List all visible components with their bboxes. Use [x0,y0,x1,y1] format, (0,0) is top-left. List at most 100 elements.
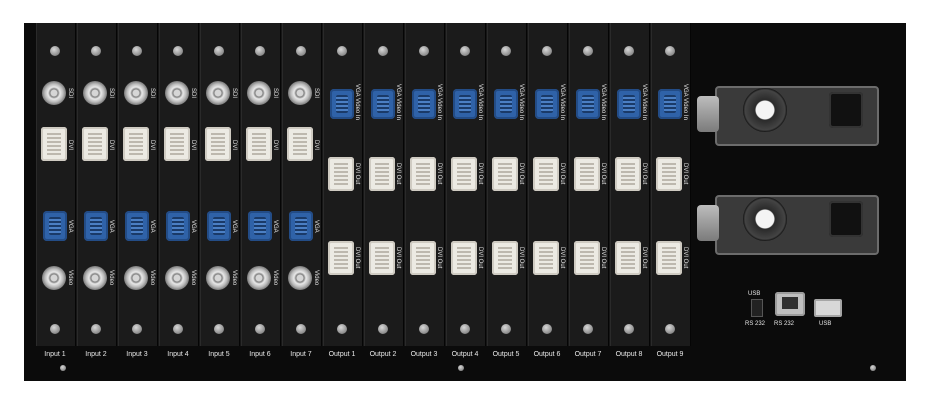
dvi-output-connector[interactable] [451,157,477,191]
sdi-bnc-connector[interactable] [83,81,107,105]
screw-icon [91,46,101,56]
dvi-output-connector[interactable] [492,157,518,191]
screw-icon [419,324,429,334]
sdi-label: SDI [108,88,114,99]
vga-video-in-connector[interactable] [535,89,559,119]
dvi-out-label: DVI Out [641,247,647,269]
dvi-output-connector[interactable] [533,241,559,275]
sdi-bnc-connector[interactable] [206,81,230,105]
dvi-out-label: DVI Out [518,163,524,185]
vga-video-in-label: VGA Video In [559,84,565,120]
vga-input-connector[interactable] [125,211,149,241]
dvi-label: DVI [108,140,114,151]
dvi-output-connector[interactable] [533,157,559,191]
video-bnc-connector[interactable] [83,266,107,290]
vga-input-connector[interactable] [248,211,272,241]
vga-input-connector[interactable] [166,211,190,241]
dvi-label: DVI [231,140,237,151]
power-supply-handle-icon[interactable] [697,205,719,241]
power-supply-1[interactable] [697,78,889,152]
screw-icon [337,46,347,56]
input-card [241,23,281,346]
dvi-output-connector[interactable] [451,241,477,275]
dvi-output-connector[interactable] [615,241,641,275]
output-card-label: Output 8 [615,351,643,358]
dvi-label: DVI [67,140,73,151]
dvi-output-connector[interactable] [492,241,518,275]
screw-icon [173,324,183,334]
power-socket-icon[interactable] [829,201,863,237]
vga-video-in-connector[interactable] [617,89,641,119]
dvi-label: DVI [313,140,319,151]
dvi-input-connector[interactable] [41,127,67,161]
dvi-output-connector[interactable] [410,241,436,275]
dvi-output-connector[interactable] [656,241,682,275]
input-card [282,23,322,346]
vga-input-connector[interactable] [289,211,313,241]
usb-rs232-switch[interactable] [751,299,763,317]
vga-video-in-label: VGA Video In [518,84,524,120]
power-supply-handle-icon[interactable] [697,96,719,132]
video-label: Video [67,270,73,286]
dvi-output-connector[interactable] [574,157,600,191]
screw-icon [255,46,265,56]
power-socket-icon[interactable] [829,92,863,128]
dvi-output-connector[interactable] [369,241,395,275]
dvi-output-connector[interactable] [328,157,354,191]
sdi-bnc-connector[interactable] [247,81,271,105]
sdi-label: SDI [231,88,237,99]
dvi-output-connector[interactable] [369,157,395,191]
video-bnc-connector[interactable] [247,266,271,290]
dvi-input-connector[interactable] [205,127,231,161]
vga-video-in-connector[interactable] [576,89,600,119]
screw-icon [173,46,183,56]
video-bnc-connector[interactable] [288,266,312,290]
dvi-input-connector[interactable] [246,127,272,161]
vga-input-connector[interactable] [207,211,231,241]
vga-input-connector[interactable] [84,211,108,241]
screw-icon [132,324,142,334]
screw-icon [624,46,634,56]
vga-video-in-connector[interactable] [330,89,354,119]
sdi-bnc-connector[interactable] [165,81,189,105]
video-label: Video [313,270,319,286]
sdi-label: SDI [67,88,73,99]
dvi-input-connector[interactable] [123,127,149,161]
vga-label: VGA [272,220,278,233]
dvi-out-label: DVI Out [559,247,565,269]
vga-video-in-connector[interactable] [453,89,477,119]
vga-input-connector[interactable] [43,211,67,241]
dvi-output-connector[interactable] [574,241,600,275]
usb-port[interactable] [814,299,842,317]
dvi-output-connector[interactable] [656,157,682,191]
rs232-port[interactable] [775,292,805,316]
dvi-input-connector[interactable] [287,127,313,161]
video-bnc-connector[interactable] [165,266,189,290]
vga-video-in-connector[interactable] [371,89,395,119]
screw-icon [458,365,464,371]
sdi-bnc-connector[interactable] [124,81,148,105]
sdi-bnc-connector[interactable] [42,81,66,105]
dvi-label: DVI [190,140,196,151]
vga-video-in-connector[interactable] [412,89,436,119]
vga-video-in-connector[interactable] [494,89,518,119]
video-bnc-connector[interactable] [42,266,66,290]
sdi-label: SDI [149,88,155,99]
sdi-bnc-connector[interactable] [288,81,312,105]
video-bnc-connector[interactable] [124,266,148,290]
dvi-output-connector[interactable] [410,157,436,191]
input-card [200,23,240,346]
dvi-out-label: DVI Out [682,163,688,185]
vga-video-in-connector[interactable] [658,89,682,119]
dvi-output-connector[interactable] [615,157,641,191]
screw-icon [378,324,388,334]
power-supply-2[interactable] [697,187,889,261]
video-label: Video [149,270,155,286]
screw-icon [665,46,675,56]
vga-label: VGA [313,220,319,233]
dvi-output-connector[interactable] [328,241,354,275]
dvi-input-connector[interactable] [82,127,108,161]
video-bnc-connector[interactable] [206,266,230,290]
input-card [77,23,117,346]
dvi-input-connector[interactable] [164,127,190,161]
